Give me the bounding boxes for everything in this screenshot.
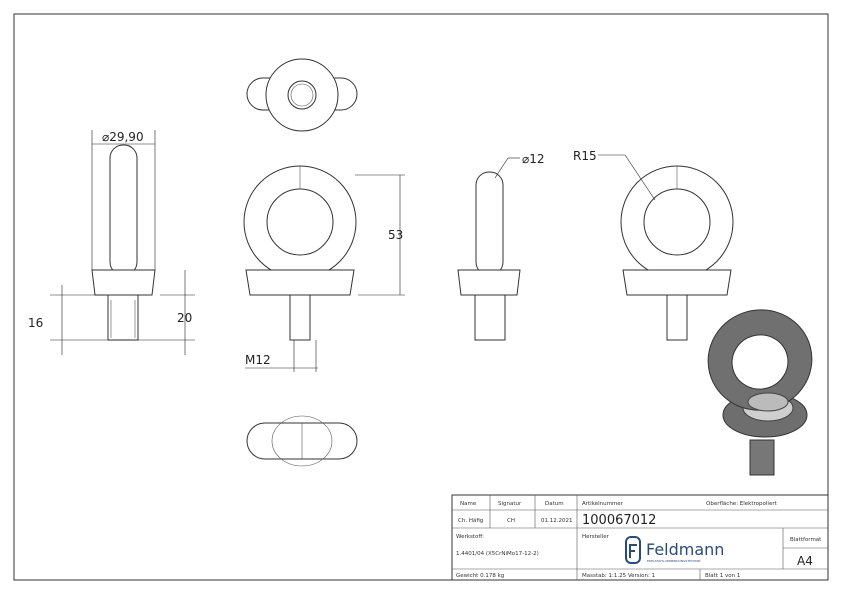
- scale-version: Masstab: 1:1.25 Version: 1: [582, 573, 655, 579]
- dim-collar-diameter: ⌀29,90: [102, 130, 144, 144]
- brand-tagline: EDELSTAHL-VERBINDUNGSTECHNIK: [647, 559, 702, 563]
- article-number: 100067012: [582, 513, 656, 528]
- front-view: [243, 165, 405, 372]
- title-block: [451, 494, 829, 581]
- material: 1.4401/04 (X5CrNiMo17-12-2): [456, 551, 539, 557]
- sheet-number: Blatt 1 von 1: [705, 573, 740, 579]
- sheet-format-label: Blattformat: [790, 537, 822, 543]
- side-view-right: [457, 157, 521, 341]
- material-label: Werkstoff:: [456, 534, 484, 540]
- dim-thread-m12: M12: [245, 353, 271, 367]
- weight: Gewicht 0.178 kg: [456, 573, 504, 579]
- bottom-view: [246, 415, 358, 467]
- dim-16: 16: [28, 316, 43, 330]
- dim-20: 20: [177, 311, 192, 325]
- front-view-right: [598, 154, 734, 341]
- isometric-render: [707, 309, 813, 476]
- name-label: Name: [460, 501, 477, 507]
- dim-height-53: 53: [388, 228, 403, 242]
- drawn-by: Ch. Häfig: [458, 518, 483, 524]
- dim-ring-diameter: ⌀12: [522, 152, 545, 166]
- date-label: Datum: [545, 501, 564, 507]
- article-label: Artikelnummer: [582, 501, 624, 507]
- date: 01.12.2021: [541, 518, 573, 524]
- sheet-border: [13, 13, 829, 581]
- brand-logo: Feldmann: [646, 540, 724, 559]
- surface: Oberfläche: Elektropoliert: [706, 501, 778, 507]
- manufacturer-label: Hersteller: [582, 534, 610, 540]
- top-view: [246, 58, 358, 132]
- signature: CH: [507, 518, 515, 524]
- dim-radius: R15: [573, 149, 597, 163]
- signature-label: Signatur: [498, 501, 522, 507]
- sheet-format: A4: [797, 554, 813, 568]
- side-view-left: [50, 130, 195, 355]
- feldmann-logo-icon: [625, 536, 641, 564]
